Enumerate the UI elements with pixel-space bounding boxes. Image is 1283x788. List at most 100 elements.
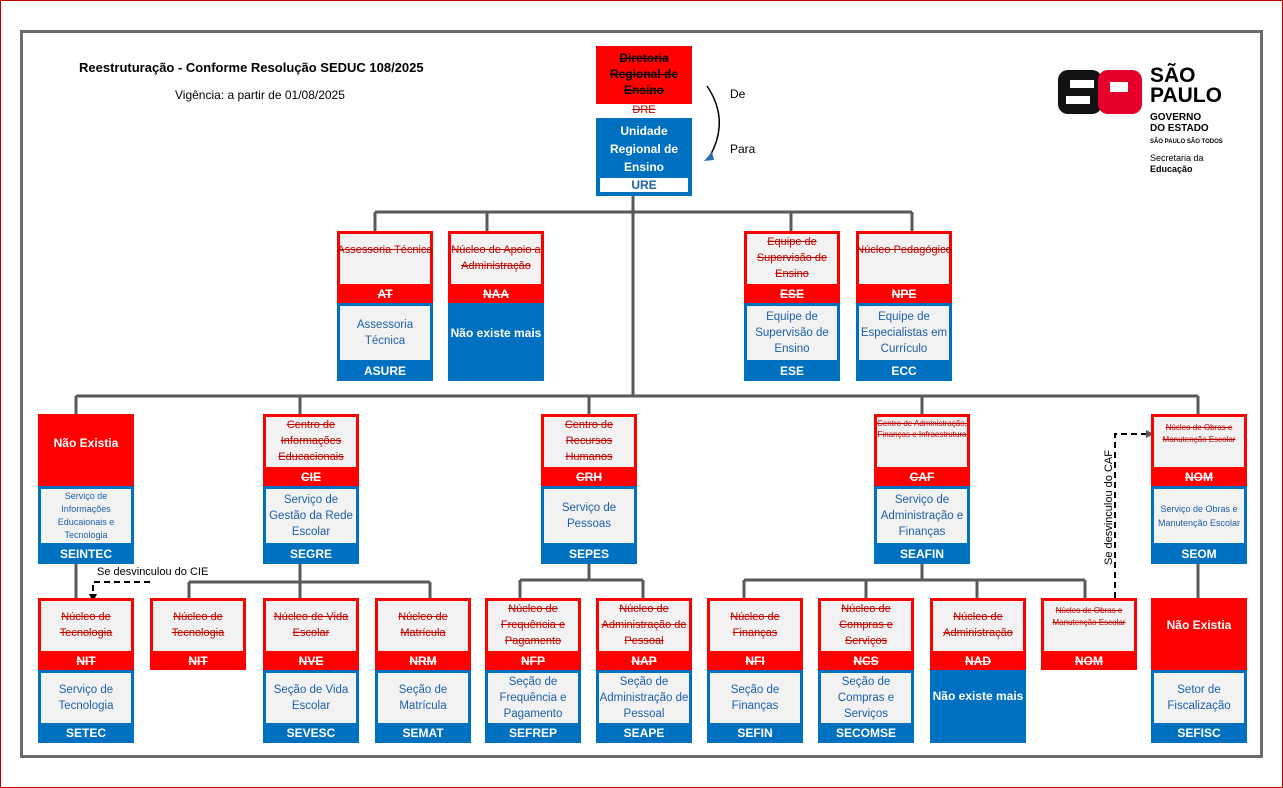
- nfi-old-name: Núcleo de Finanças: [730, 611, 780, 639]
- box-sevesc: Núcleo de Vida Escolar NVE Seção de Vida…: [263, 598, 359, 743]
- box-sefisc: Não Existia Setor de Fiscalização SEFISC: [1151, 598, 1247, 743]
- ncs-old-name: Núcleo de Compras e Serviços: [839, 603, 893, 647]
- nit-old-code: NIT: [38, 654, 134, 668]
- cie-unlink-note: Se desvinculou do CIE: [97, 566, 209, 578]
- para-label: Para: [730, 142, 756, 156]
- box-seape: Núcleo de Administração de Pessoal NAP S…: [596, 598, 692, 743]
- at-new-code: ASURE: [363, 364, 406, 378]
- at-old-name: Assessoria Técnica: [337, 244, 433, 256]
- nad-new-name: Não existe mais: [932, 689, 1024, 703]
- seintec-new-code: SEINTEC: [59, 547, 112, 561]
- secomse-new-name: Seção de Compras e Serviços: [821, 673, 911, 723]
- segre-new-code: SEGRE: [289, 547, 332, 561]
- sefin-new-code: SEFIN: [737, 726, 773, 740]
- nad-old-name: Núcleo de Administração: [943, 611, 1013, 639]
- box-naa: Núcleo de Apoio a Administração NAA Não …: [448, 231, 544, 381]
- sefisc-new-name: Setor de Fiscalização: [1154, 673, 1244, 723]
- seafin-new-code: SEAFIN: [899, 547, 944, 561]
- ese-new-name: Equipe de Supervisão de Ensino: [747, 306, 837, 360]
- box-asure: Assessoria Técnica AT Assessoria Técnica…: [337, 231, 433, 381]
- sevesc-new-code: SEVESC: [286, 726, 336, 740]
- nfp-old-code: NFP: [485, 654, 581, 668]
- nad-old-code: NAD: [930, 654, 1026, 668]
- box-nom-old: Núcleo de Obras e Manutenção Escolar NOM: [1041, 598, 1137, 670]
- semat-new-name: Seção de Matrícula: [378, 673, 468, 723]
- npe-new-code: ECC: [891, 364, 917, 378]
- sefrep-new-name: Seção de Frequência e Pagamento: [488, 673, 578, 723]
- sefisc-new-code: SEFISC: [1177, 726, 1221, 740]
- logo-line3: GOVERNO: [1150, 112, 1202, 123]
- box-secomse: Núcleo de Compras e Serviços NCS Seção d…: [818, 598, 914, 743]
- box-ecc: Núcleo Pedagógico NPE Equipe de Especial…: [856, 231, 952, 381]
- ese-old-name: Equipe de Supervisão de Ensino: [756, 236, 828, 280]
- box-setec: Núcleo de Tecnologia NIT Serviço de Tecn…: [38, 598, 134, 743]
- box-nad: Núcleo de Administração NAD Não existe m…: [930, 598, 1026, 743]
- root-old-code: DRE: [600, 104, 688, 118]
- logo-tagline: SÃO PAULO SÃO TODOS: [1150, 139, 1223, 145]
- sefin-new-name: Seção de Finanças: [710, 673, 800, 723]
- ese-old-code: ESE: [744, 287, 840, 301]
- logo-line4: DO ESTADO: [1150, 123, 1209, 134]
- segre-new-name: Serviço de Gestão da Rede Escolar: [266, 489, 356, 543]
- sepes-new-code: SEPES: [568, 547, 610, 561]
- nap-old-code: NAP: [596, 654, 692, 668]
- nom-old-name: Núcleo de Obras e Manutenção Escolar: [1162, 423, 1236, 444]
- nom2-old-name: Núcleo de Obras e Manutenção Escolar: [1052, 606, 1126, 627]
- box-seafin: Centro de Administração, Finanças e Infr…: [874, 414, 970, 564]
- semat-new-code: SEMAT: [402, 726, 444, 740]
- sao-paulo-logo: SÃO PAULO GOVERNO DO ESTADO SÃO PAULO SÃ…: [1058, 64, 1228, 181]
- setec-new-code: SETEC: [65, 726, 106, 740]
- nve-old-name: Núcleo de Vida Escolar: [273, 611, 349, 639]
- sepes-new-name: Serviço de Pessoas: [544, 489, 634, 543]
- de-label: De: [730, 87, 746, 101]
- nfi-old-code: NFI: [707, 654, 803, 668]
- sefisc-old-name: Não Existia: [1166, 618, 1232, 632]
- box-ese: Equipe de Supervisão de Ensino ESE Equip…: [744, 231, 840, 381]
- ese-new-code: ESE: [779, 364, 804, 378]
- seafin-new-name: Serviço de Administração e Finanças: [877, 489, 967, 543]
- page-title: Reestruturação - Conforme Resolução SEDU…: [79, 60, 424, 75]
- root-new-code: URE: [600, 178, 688, 192]
- box-nit-old: Núcleo de Tecnologia NIT: [150, 598, 246, 670]
- box-seom: Núcleo de Obras e Manutenção Escolar NOM…: [1151, 414, 1247, 564]
- seintec-new-name: Serviço de Informações Educaionais e Tec…: [41, 489, 131, 543]
- logo-line1: SÃO: [1150, 64, 1196, 87]
- nit-old-name: Núcleo de Tecnologia: [59, 611, 113, 639]
- npe-old-code: NPE: [856, 287, 952, 301]
- box-semat: Núcleo de Matrícula NRM Seção de Matrícu…: [375, 598, 471, 743]
- nom-old-code: NOM: [1151, 470, 1247, 484]
- npe-old-name: Núcleo Pedagógico: [856, 244, 952, 256]
- caf-unlink-note: Se desvinculou do CAF: [1103, 450, 1115, 565]
- setec-new-name: Serviço de Tecnologia: [41, 673, 131, 723]
- cie-old-name: Centro de Informações Educacionais: [278, 419, 344, 463]
- box-seintec: Não Existia Serviço de Informações Educa…: [38, 414, 134, 564]
- crh-old-name: Centro de Recursos Humanos: [564, 419, 614, 463]
- sefrep-new-code: SEFREP: [508, 726, 557, 740]
- nve-old-code: NVE: [263, 654, 359, 668]
- logo-sec1: Secretaria da: [1150, 153, 1204, 163]
- nfp-old-name: Núcleo de Frequência e Pagamento: [500, 603, 566, 647]
- crh-old-code: CRH: [541, 470, 637, 484]
- nom2-old-code: NOM: [1041, 654, 1137, 668]
- caf-old-name: Centro de Administração, Finanças e Infr…: [877, 419, 967, 439]
- secomse-new-code: SECOMSE: [835, 726, 896, 740]
- caf-old-code: CAF: [874, 470, 970, 484]
- sp-emblem-icon: [1058, 70, 1142, 114]
- npe-new-name: Equipe de Especialistas em Currículo: [859, 306, 949, 360]
- seom-new-code: SEOM: [1181, 547, 1217, 561]
- box-sefin: Núcleo de Finanças NFI Seção de Finanças…: [707, 598, 803, 743]
- at-old-code: AT: [337, 287, 433, 301]
- box-sefrep: Núcleo de Frequência e Pagamento NFP Seç…: [485, 598, 581, 743]
- logo-line2: PAULO: [1150, 84, 1222, 107]
- ncs-old-code: NCS: [818, 654, 914, 668]
- validity-subtitle: Vigência: a partir de 01/08/2025: [175, 88, 345, 102]
- root-old-name: Diretoria Regional de Ensino: [609, 51, 678, 97]
- box-sepes: Centro de Recursos Humanos CRH Serviço d…: [541, 414, 637, 564]
- chart-frame: [20, 30, 1263, 758]
- nrm-old-name: Núcleo de Matrícula: [398, 611, 448, 639]
- nit2-old-name: Núcleo de Tecnologia: [171, 611, 225, 639]
- cie-old-code: CIE: [263, 470, 359, 484]
- nrm-old-code: NRM: [375, 654, 471, 668]
- logo-sec2: Educação: [1150, 164, 1193, 174]
